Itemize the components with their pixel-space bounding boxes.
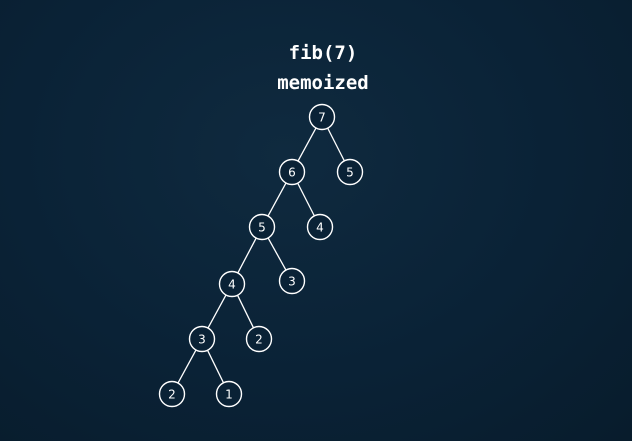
diagram-title: fib(7) bbox=[288, 42, 358, 64]
tree-node-circle bbox=[308, 103, 336, 131]
tree-node: 1 bbox=[215, 380, 243, 408]
tree-edge bbox=[237, 237, 257, 274]
tree-node-circle bbox=[158, 380, 186, 408]
tree-edge bbox=[267, 182, 287, 217]
tree-node: 3 bbox=[278, 267, 306, 295]
tree-edge bbox=[207, 294, 227, 329]
tree-node-circle bbox=[336, 158, 364, 186]
tree-node-circle bbox=[306, 213, 334, 241]
tree-node-circle bbox=[278, 267, 306, 295]
tree-node-circle bbox=[278, 158, 306, 186]
tree-edge bbox=[327, 127, 345, 162]
tree-edge bbox=[177, 349, 197, 384]
tree-node: 2 bbox=[158, 380, 186, 408]
tree-node: 3 bbox=[188, 325, 216, 353]
tree-node-label: 7 bbox=[318, 111, 326, 125]
tree-node: 5 bbox=[248, 213, 276, 241]
tree-node-circle bbox=[245, 325, 273, 353]
tree-node: 2 bbox=[245, 325, 273, 353]
tree-edge bbox=[267, 237, 287, 271]
tree-node: 4 bbox=[218, 270, 246, 298]
tree-nodes: 7 6 5 5 4 4 3 3 2 2 1 bbox=[158, 103, 364, 408]
tree-edge bbox=[236, 294, 255, 329]
diagram-subtitle: memoized bbox=[277, 72, 369, 94]
tree-edges bbox=[177, 127, 345, 384]
tree-node-label: 3 bbox=[288, 275, 296, 289]
tree-node: 4 bbox=[306, 213, 334, 241]
diagram-title-block: fib(7) memoized bbox=[0, 38, 632, 98]
tree-node-circle bbox=[248, 213, 276, 241]
tree-node-label: 2 bbox=[168, 388, 176, 402]
tree-node-circle bbox=[218, 270, 246, 298]
tree-node-label: 6 bbox=[288, 166, 296, 180]
tree-node-label: 5 bbox=[258, 221, 266, 235]
tree-node-circle bbox=[215, 380, 243, 408]
tree-node-label: 5 bbox=[346, 166, 354, 180]
tree-node-label: 4 bbox=[316, 221, 324, 235]
tree-edge bbox=[297, 182, 315, 217]
tree-node-label: 4 bbox=[228, 278, 236, 292]
tree-node: 5 bbox=[336, 158, 364, 186]
tree-edge bbox=[206, 349, 225, 384]
tree-node: 7 bbox=[308, 103, 336, 131]
tree-node-circle bbox=[188, 325, 216, 353]
tree-edge bbox=[297, 127, 317, 162]
tree-node-label: 3 bbox=[198, 333, 206, 347]
tree-node-label: 2 bbox=[255, 333, 263, 347]
tree-node: 6 bbox=[278, 158, 306, 186]
tree-node-label: 1 bbox=[225, 388, 233, 402]
